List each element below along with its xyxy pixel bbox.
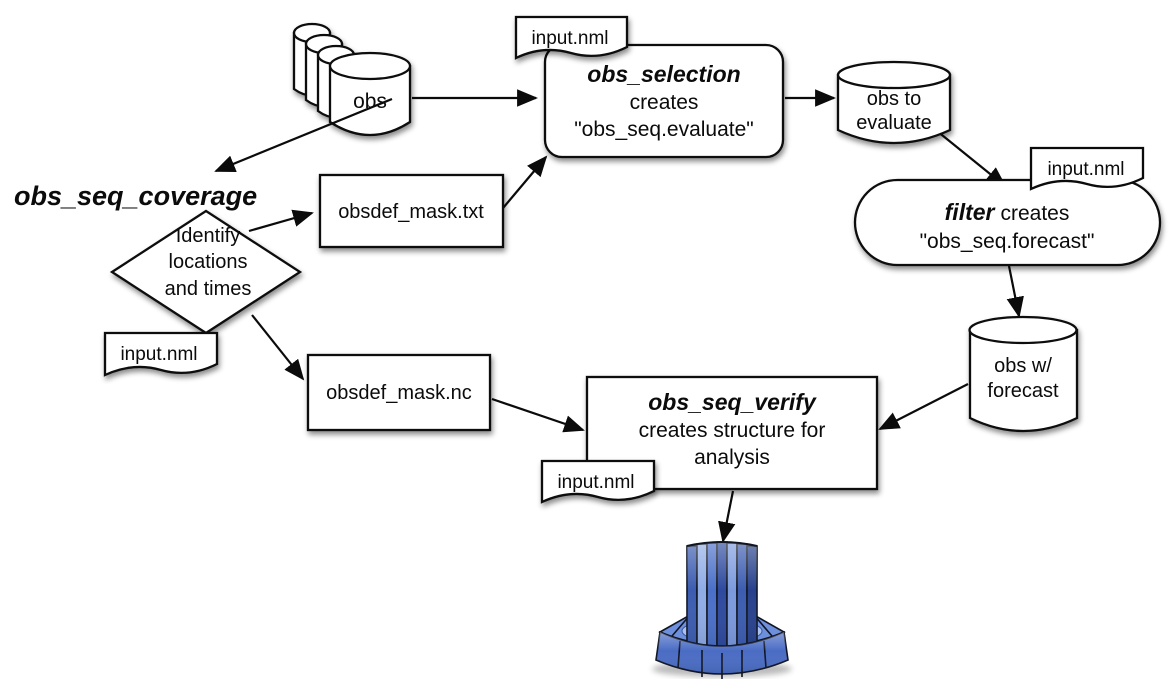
input-nml-note-coverage: input.nml <box>103 331 219 377</box>
obs-to-evaluate-node: obs to evaluate <box>836 60 952 145</box>
evaluate-line1: obs to <box>867 88 921 110</box>
obs-selection-title: obs_selection <box>587 61 740 87</box>
obs-selection-line3: "obs_seq.evaluate" <box>574 118 754 141</box>
verify-title: obs_seq_verify <box>648 389 817 415</box>
obs-selection-box <box>543 43 785 159</box>
pedestal-column-top-edge <box>686 541 758 547</box>
obsdef-mask-txt-label: obsdef_mask.txt <box>338 201 484 223</box>
note-label: input.nml <box>1047 159 1124 180</box>
obs-selection-line2: creates <box>630 91 699 114</box>
note-label: input.nml <box>557 472 634 493</box>
edge-evaluate-to-filter <box>936 130 1007 188</box>
pedestal-column <box>686 541 758 651</box>
pedestal-base-band <box>655 630 789 679</box>
obs-label: obs <box>353 90 387 113</box>
edge-verify-to-analysis <box>718 490 736 543</box>
obs-with-forecast-node: obs w/ forecast <box>968 315 1079 433</box>
obs-cylinder <box>328 51 412 137</box>
edge-obs-to-coverage <box>214 97 393 173</box>
pedestal-base-top-facets <box>671 614 773 649</box>
obs-selection-node: obs_selection creates "obs_seq.evaluate"… <box>514 15 785 159</box>
note-label: input.nml <box>531 28 608 49</box>
edge-forecast-to-verify <box>878 383 969 430</box>
input-nml-note-filter: input.nml <box>1029 146 1145 191</box>
obs-seq-verify-node: obs_seq_verify creates structure for ana… <box>540 375 879 504</box>
obsdef-mask-nc-node: obsdef_mask.nc <box>306 353 492 432</box>
obsdef-mask-txt-box <box>318 173 505 249</box>
obsdef-mask-txt-node: obsdef_mask.txt <box>318 173 505 249</box>
filter-stadium <box>853 178 1162 267</box>
forecast-line2: forecast <box>987 380 1059 402</box>
verify-line2: creates structure for <box>639 419 826 442</box>
coverage-line2: locations <box>169 251 248 273</box>
obsdef-mask-nc-label: obsdef_mask.nc <box>326 382 472 404</box>
edge-masknc-to-verify <box>491 397 585 433</box>
filter-line2: "obs_seq.forecast" <box>920 230 1095 253</box>
evaluate-line2: evaluate <box>856 112 932 134</box>
note-label: input.nml <box>120 344 197 365</box>
coverage-title: obs_seq_coverage <box>14 181 257 211</box>
edge-masktxt-to-selection <box>497 155 548 215</box>
edge-coverage-to-masktxt <box>248 209 314 233</box>
edges <box>214 89 1024 543</box>
forecast-line1: obs w/ <box>994 355 1052 377</box>
input-nml-note-verify: input.nml <box>540 459 656 504</box>
coverage-line3: and times <box>165 278 252 300</box>
verify-line3: analysis <box>694 446 770 469</box>
edge-filter-to-forecast <box>1006 265 1024 318</box>
input-nml-note-selection: input.nml <box>514 15 629 60</box>
coverage-line1: Identify <box>176 225 240 247</box>
analysis-pedestal-icon <box>652 541 792 679</box>
obs-seq-coverage-node: obs_seq_coverage Identify locations and … <box>14 181 303 377</box>
coverage-diamond <box>109 209 303 335</box>
obsdef-mask-nc-box <box>306 353 492 432</box>
edge-coverage-to-masknc <box>251 314 305 381</box>
obs-database-stack: obs <box>292 22 412 137</box>
